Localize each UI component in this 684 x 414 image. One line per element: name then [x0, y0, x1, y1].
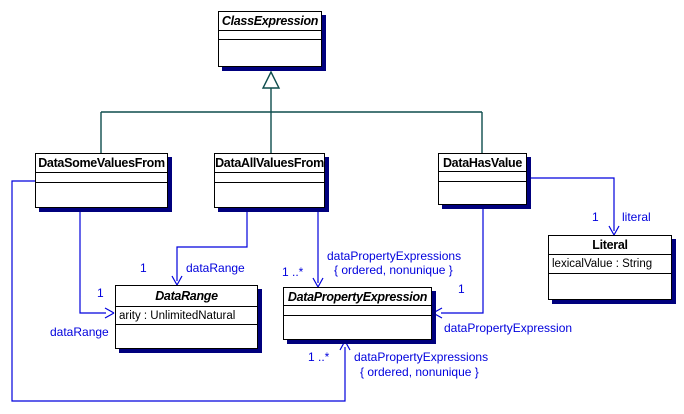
operations-compartment — [549, 274, 671, 299]
constraint-label: { ordered, nonunique } — [360, 365, 479, 379]
class-box-data-some-values-from: DataSomeValuesFrom — [35, 153, 168, 208]
assoc-all-to-dpe — [312, 208, 324, 288]
role-label: dataRange — [50, 325, 109, 339]
attributes-compartment — [284, 306, 431, 316]
attributes-compartment — [219, 31, 321, 40]
class-box-literal: Literal lexicalValue : String — [548, 235, 672, 300]
attributes-compartment — [36, 173, 167, 183]
assoc-some-to-datarange — [79, 208, 115, 319]
role-label: dataPropertyExpression — [444, 321, 573, 335]
class-box-class-expression: ClassExpression — [218, 11, 322, 67]
multiplicity-label: 1 — [97, 286, 104, 300]
class-box-data-range: DataRange arity : UnlimitedNatural — [115, 285, 258, 349]
role-label: dataPropertyExpressions — [327, 249, 462, 263]
class-box-data-all-values-from: DataAllValuesFrom — [214, 153, 325, 208]
class-title: DataPropertyExpression — [284, 288, 431, 306]
operations-compartment — [439, 182, 526, 204]
multiplicity-label: 1 — [592, 210, 599, 224]
attribute-arity: arity : UnlimitedNatural — [119, 309, 236, 322]
class-title: DataAllValuesFrom — [215, 154, 324, 173]
attributes-compartment — [439, 172, 526, 182]
class-title: ClassExpression — [219, 12, 321, 31]
role-label: dataRange — [186, 261, 245, 275]
class-title: DataHasValue — [439, 154, 526, 172]
operations-compartment — [36, 183, 167, 207]
generalization-lines — [100, 88, 483, 153]
role-label: literal — [622, 210, 651, 224]
class-title: DataSomeValuesFrom — [36, 154, 167, 173]
role-label: dataPropertyExpressions — [354, 350, 489, 364]
class-box-data-has-value: DataHasValue — [438, 153, 527, 205]
attributes-compartment: lexicalValue : String — [549, 255, 671, 274]
generalization-triangle-icon — [261, 70, 281, 89]
multiplicity-label: 1 ..* — [282, 265, 304, 279]
assoc-has-to-literal — [527, 177, 620, 236]
multiplicity-label: 1 — [140, 261, 147, 275]
operations-compartment — [215, 183, 324, 207]
attributes-compartment — [215, 173, 324, 183]
class-box-data-property-expression: DataPropertyExpression — [283, 287, 432, 340]
operations-compartment — [284, 316, 431, 339]
constraint-label: { ordered, nonunique } — [334, 263, 453, 277]
operations-compartment — [116, 325, 257, 348]
operations-compartment — [219, 40, 321, 66]
class-title: DataRange — [116, 286, 257, 307]
multiplicity-label: 1 — [458, 282, 465, 296]
attributes-compartment: arity : UnlimitedNatural — [116, 307, 257, 325]
class-title: Literal — [549, 236, 671, 255]
multiplicity-label: 1 ..* — [308, 350, 330, 364]
attribute-lexical-value: lexicalValue : String — [552, 258, 653, 270]
